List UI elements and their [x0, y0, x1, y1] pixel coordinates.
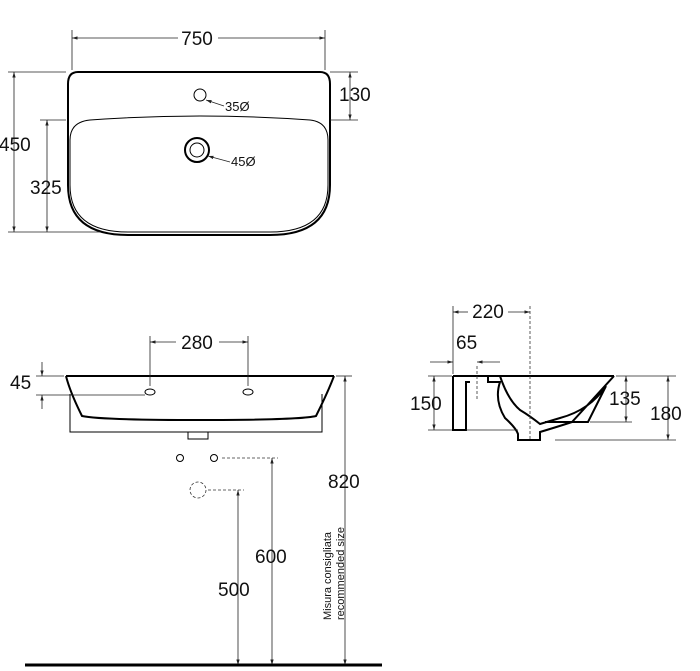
supply-valves	[176, 454, 218, 462]
side-depth-dimension: 220	[472, 302, 504, 323]
tap-hole	[193, 88, 207, 102]
waste-outlet	[189, 481, 207, 499]
drain-front	[187, 431, 209, 440]
supply-height-dimension: 600	[255, 547, 287, 568]
tap-offset-side-dimension: 65	[456, 333, 477, 354]
top-view: 35Ø 45Ø 750 130 450 325	[0, 29, 371, 236]
tap-height-dimension: 45	[10, 373, 31, 394]
wall-height-dimension: 150	[410, 394, 442, 415]
basin-outline-top	[67, 71, 331, 236]
total-height-dimension: 180	[650, 404, 682, 425]
bowl-height-dimension: 135	[609, 389, 641, 410]
waste-height-dimension: 500	[218, 580, 250, 601]
drain-outer	[184, 137, 210, 163]
svg-text:recommended size: recommended size	[335, 527, 347, 620]
width-dimension: 750	[181, 29, 213, 50]
bowl-depth-dimension: 325	[30, 178, 62, 199]
tap-hole-right	[242, 388, 254, 396]
drain-inner	[189, 142, 205, 158]
front-view: 280 45 820 600 500 Misura consigliata re…	[10, 333, 382, 667]
basin-outline-front	[65, 375, 335, 422]
side-view: 220 65 150 135 180	[410, 302, 682, 441]
rim-height-dimension: 820	[328, 472, 360, 493]
drain-label: 45Ø	[231, 154, 256, 169]
recommended-size-note: Misura consigliata recommended size	[322, 527, 347, 620]
depth-dimension: 450	[0, 135, 31, 156]
tap-offset-dimension: 130	[339, 85, 371, 106]
svg-text:Misura consigliata: Misura consigliata	[322, 531, 334, 620]
tap-hole-left	[144, 388, 156, 396]
tap-spacing-dimension: 280	[181, 333, 213, 354]
bowl-outline	[69, 115, 329, 233]
tap-hole-label: 35Ø	[225, 99, 250, 114]
